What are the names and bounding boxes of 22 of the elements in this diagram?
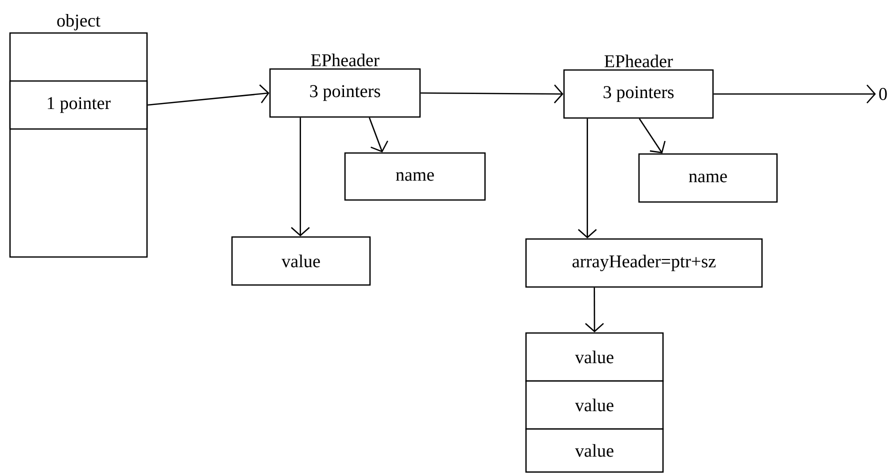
header-box: EPheader 3 pointers — [563, 54, 714, 119]
arrow — [368, 117, 388, 152]
value-box: value — [231, 236, 371, 286]
arrow — [638, 118, 666, 154]
array-cell: value — [525, 380, 664, 430]
name-box: name — [344, 152, 486, 201]
node-label: EPheader — [311, 54, 380, 66]
array-cell: value — [525, 332, 664, 382]
array-header-box: arrayHeader=ptr+sz — [525, 238, 763, 288]
arrow — [290, 118, 310, 236]
arrow — [585, 288, 604, 332]
node-label: EPheader — [604, 54, 673, 68]
arrow — [420, 84, 564, 104]
null-text: 0 — [879, 88, 887, 100]
pointer-field: 1 pointer — [9, 80, 148, 130]
array-cell: value — [525, 428, 664, 473]
arrow — [578, 118, 597, 238]
name-box: name — [638, 153, 778, 203]
arrow — [148, 84, 270, 106]
node-label: object — [57, 14, 100, 30]
arrow — [714, 84, 876, 104]
header-box: EPheader 3 pointers — [269, 54, 421, 118]
